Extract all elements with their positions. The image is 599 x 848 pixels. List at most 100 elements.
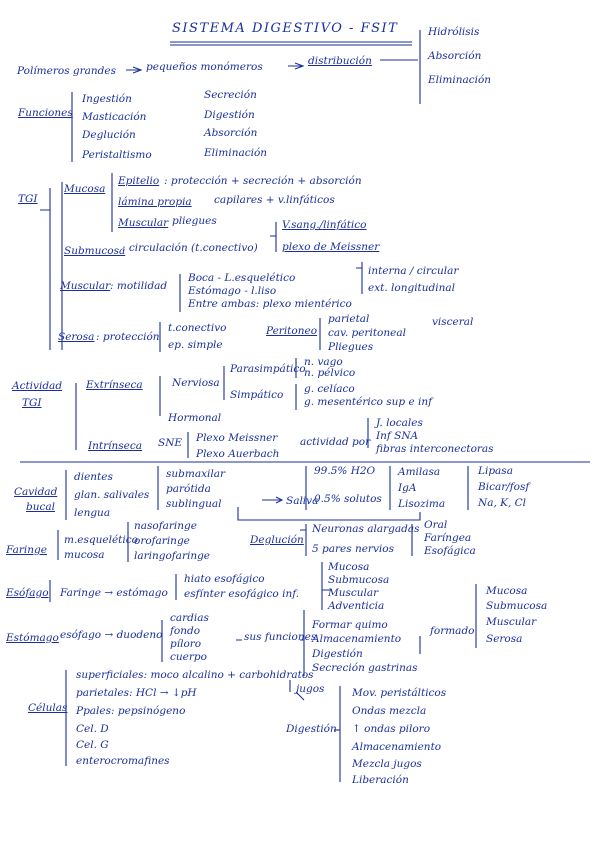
- funcion-item: Masticación: [82, 111, 147, 123]
- digestion-label: Digestión: [286, 723, 337, 735]
- celula-item: Cel. D: [76, 723, 109, 735]
- glandula-item: parótida: [166, 483, 211, 495]
- estomago-parte: píloro: [170, 638, 202, 650]
- deglucion-label: Deglución: [250, 534, 304, 546]
- funcion-item: Secreción: [204, 89, 257, 101]
- extrinseca-label: Extrínseca: [86, 379, 143, 391]
- deglucion-item: 5 pares nervios: [312, 543, 394, 555]
- ion-item: Bicar/fosf: [478, 481, 530, 493]
- top-left-text: Polímeros grandes: [17, 65, 117, 77]
- parasimpatico-item: n. vago: [304, 356, 343, 368]
- epitelio-desc: : protección + secreción + absorción: [164, 175, 362, 187]
- muscular-row: Entre ambas: plexo mientérico: [188, 298, 352, 310]
- actividad-por-label: actividad por: [300, 436, 371, 448]
- cavidad-organo: lengua: [74, 507, 111, 519]
- muscular-label: Muscular: [60, 280, 111, 292]
- estomago-capa: Mucosa: [486, 585, 528, 597]
- actividad-label-2: TGI: [22, 397, 42, 409]
- hormonal-label: Hormonal: [168, 412, 222, 424]
- estomago-capa: Submucosa: [486, 600, 548, 612]
- deglucion-fase: Oral: [424, 519, 448, 531]
- soluto-item: Lisozima: [398, 498, 446, 510]
- actividad-item: fibras interconectoras: [376, 443, 494, 455]
- top-branch: Absorción: [428, 50, 482, 62]
- lamina-label: lámina propia: [118, 196, 192, 208]
- composicion-item: 0.5% solutos: [314, 493, 382, 505]
- nerviosa-label: Nerviosa: [172, 377, 220, 389]
- esofago-capa: Adventicia: [328, 600, 385, 612]
- plexo-item: Plexo Meissner: [196, 432, 278, 444]
- serosa-label: Serosa: [58, 331, 95, 343]
- estomago-funciones-label: sus funciones: [244, 631, 317, 643]
- faringe-parte: nasofaringe: [134, 520, 197, 532]
- faringe-tipo: m.esquelético: [64, 534, 138, 546]
- funcion-item: Peristaltismo: [82, 149, 152, 161]
- esofago-capa: Submucosa: [328, 574, 390, 586]
- muscular-capa: interna / circular: [368, 265, 459, 277]
- cavidad-label: Cavidad: [14, 486, 58, 498]
- funcion-item: Absorción: [204, 127, 258, 139]
- mucosa-label: Mucosa: [64, 183, 106, 195]
- lamina-desc: capilares + v.linfáticos: [214, 194, 335, 206]
- celula-item: parietales: HCl → ↓pH: [76, 687, 197, 699]
- cavidad-label-2: bucal: [26, 501, 55, 513]
- digestion-item: ↑ ondas piloro: [352, 723, 431, 735]
- esofago-capa: Muscular: [328, 587, 379, 599]
- jugos-label: jugos: [296, 683, 325, 695]
- formado-label: formado: [430, 625, 475, 637]
- faringe-tipo: mucosa: [64, 549, 105, 561]
- muscular-row: Boca - L.esquelético: [188, 272, 296, 284]
- simpatico-item: g. celíaco: [304, 383, 355, 395]
- top-branch: Eliminación: [428, 74, 492, 86]
- esofago-desc: Faringe → estómago: [60, 587, 168, 599]
- muscular-mucosa-label: Muscular: [118, 217, 169, 229]
- digestion-item: Mezcla jugos: [352, 758, 422, 770]
- esofago-label: Esófago: [6, 587, 49, 599]
- funcion-item: Ingestión: [82, 93, 132, 105]
- top-middle-text: pequeños monómeros: [146, 61, 263, 73]
- soluto-item: Amilasa: [398, 466, 441, 478]
- peritoneo-item: parietal: [328, 313, 370, 325]
- estomago-funcion: Almacenamiento: [312, 633, 402, 645]
- muscular-capa: ext. longitudinal: [368, 282, 455, 294]
- funcion-item: Digestión: [204, 109, 255, 121]
- actividad-item: J. locales: [376, 417, 423, 429]
- estomago-funcion: Digestión: [312, 648, 363, 660]
- intrinseca-label: Intrínseca: [88, 440, 143, 452]
- submucosa-label: Submucosa: [64, 245, 126, 257]
- faringe-parte: laringofaringe: [134, 550, 211, 562]
- actividad-item: Inf SNA: [376, 430, 419, 442]
- celula-item: enterocromafines: [76, 755, 170, 767]
- ion-item: Na, K, Cl: [478, 497, 527, 509]
- esofago-capa: Mucosa: [328, 561, 370, 573]
- simpatico-label: Simpático: [230, 389, 284, 401]
- estomago-parte: cuerpo: [170, 651, 207, 663]
- estomago-label: Estómago: [6, 632, 59, 644]
- saliva-label: Saliva: [286, 495, 319, 507]
- parasimpatico-item: n. pélvico: [304, 367, 356, 379]
- deglucion-fase: Faríngea: [424, 532, 472, 544]
- esofago-row: hiato esofágico: [184, 573, 265, 585]
- epitelio-label: Epitelio: [118, 175, 160, 187]
- estomago-funcion: Formar quimo: [312, 619, 388, 631]
- estomago-funcion: Secreción gastrinas: [312, 662, 418, 674]
- funcion-item: Eliminación: [204, 147, 268, 159]
- faringe-label: Faringe: [6, 544, 47, 556]
- glandula-item: submaxilar: [166, 468, 226, 480]
- composicion-item: 99.5% H2O: [314, 465, 376, 477]
- visceral-label: visceral: [432, 316, 474, 328]
- estomago-capa: Muscular: [486, 616, 537, 628]
- serosa-row: ep. simple: [168, 339, 223, 351]
- peritoneo-item: Pliegues: [328, 341, 374, 353]
- digestion-item: Liberación: [352, 774, 409, 786]
- esofago-row: esfínter esofágico inf.: [184, 588, 300, 600]
- celula-item: Cel. G: [76, 739, 109, 751]
- deglucion-fase: Esofágica: [424, 545, 476, 557]
- soluto-item: IgA: [398, 482, 417, 494]
- serosa-desc: : protección: [96, 331, 160, 343]
- serosa-row: t.conectivo: [168, 322, 227, 334]
- top-branch: Hidrólisis: [428, 26, 480, 38]
- glandula-item: sublingual: [166, 498, 222, 510]
- muscular-desc: : motilidad: [110, 280, 168, 292]
